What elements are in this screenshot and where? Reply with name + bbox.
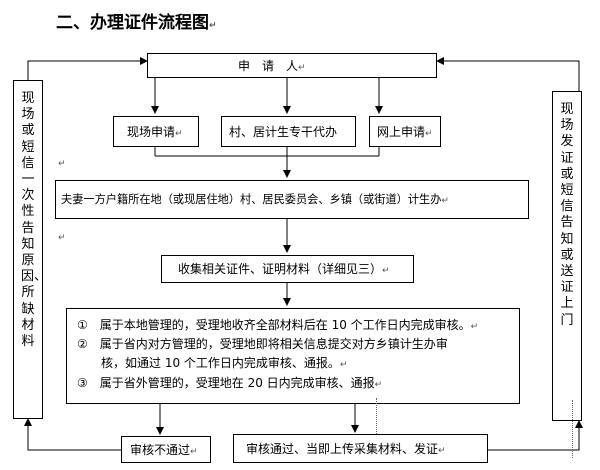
arrow-fail-to-left-notice [24,418,121,451]
channel-online-label: 网上申请↵ [377,125,433,139]
collect-materials-label: 收集相关证件、证明材料（详细见三）↵ [178,262,390,276]
right-notice-box: 现场发证或短信告知或送证上门 [552,91,582,421]
arrow-right-notice-to-applicant [436,57,580,91]
applicant-label: 申 请 人↵ [238,59,306,73]
receive-office-label: 夫妻一方户籍所在地（或现居住地）村、居民委员会、乡镇（或街道）计生办↵ [61,193,449,206]
review-rules-box: ① 属于本地管理的，受理地收齐全部材料后在 10 个工作日内完成审核。↵ ② 属… [66,308,520,404]
page-title: 二、办理证件流程图↵ [56,13,217,33]
channel-village-agent-label: 村、居计生专干代办 [229,125,338,139]
dotted-guide [572,400,573,458]
collect-materials-box: 收集相关证件、证明材料（详细见三）↵ [161,255,414,283]
channel-onsite-label: 现场申请↵ [127,125,183,139]
applicant-box: 申 请 人↵ [147,53,437,78]
result-fail-label: 审核不通过↵ [130,443,198,457]
result-pass-label: 审核通过、当即上传采集材料、发证↵ [246,442,446,456]
receive-office-box: 夫妻一方户籍所在地（或现居住地）村、居民委员会、乡镇（或街道）计生办↵ [55,180,529,219]
result-fail-box: 审核不通过↵ [121,436,211,463]
arrow-left-notice-to-applicant [27,57,148,80]
channel-online-box: 网上申请↵ [369,116,441,147]
review-rule-in-province: ② 属于省内对方管理的，受理地即将相关信息提交对方乡镇计生办审 [77,337,448,351]
left-notice-box: 现场或短信一次性告知原因、所缺材料 [13,80,48,419]
review-rule-local: ① 属于本地管理的，受理地收齐全部材料后在 10 个工作日内完成审核。↵ [77,318,479,332]
channel-onsite-box: 现场申请↵ [113,116,199,147]
paragraph-mark: ↵ [58,233,66,243]
paragraph-mark: ↵ [58,159,66,169]
channel-village-agent-box: 村、居计生专干代办 [221,116,356,147]
right-notice-label: 现场发证或短信告知或送证上门 [560,102,574,328]
left-notice-label: 现场或短信一次性告知原因、所缺材料 [21,91,48,350]
arrow-pass-to-right-notice [488,420,583,451]
review-rule-in-province-cont: 核，如通过 10 个工作日内完成审核、通报。↵ [77,356,348,370]
review-rule-out-province: ③ 属于省外管理的，受理地在 20 日内完成审核、通报↵ [77,376,383,390]
dotted-guide [376,398,377,434]
result-pass-box: 审核通过、当即上传采集材料、发证↵ [233,434,488,463]
